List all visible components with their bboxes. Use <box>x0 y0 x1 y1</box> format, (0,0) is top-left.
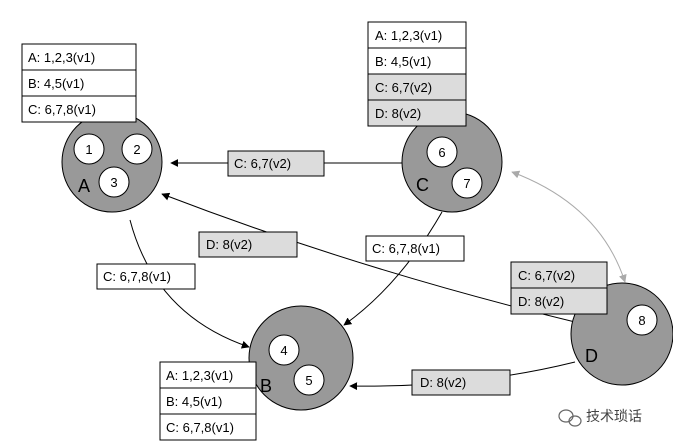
msg-c-to-a: C: 6,7(v2) <box>227 150 325 177</box>
msg-d-to-a: D: 8(v2) <box>198 231 298 258</box>
wechat-icon <box>558 409 582 427</box>
table-a-row-2: B: 4,5(v1) <box>28 76 84 91</box>
msg-d-to-b-label: D: 8(v2) <box>420 375 466 390</box>
edge-c-to-b <box>343 211 443 326</box>
msg-c-to-b: C: 6,7,8(v1) <box>365 235 465 262</box>
node-a-item-2: 2 <box>133 142 140 157</box>
table-b-row-2: B: 4,5(v1) <box>166 394 222 409</box>
node-a: 1 2 3 A <box>61 111 163 213</box>
edge-a-to-b <box>129 219 250 349</box>
msg-d-to-b: D: 8(v2) <box>411 369 511 396</box>
table-node-d: C: 6,7(v2) D: 8(v2) <box>510 261 608 315</box>
node-c: 6 7 C <box>401 111 503 213</box>
node-c-item-7: 7 <box>463 176 470 191</box>
table-c-row-4: D: 8(v2) <box>375 106 421 121</box>
watermark-text: 技术琐话 <box>586 408 642 425</box>
table-c-row-2: B: 4,5(v1) <box>375 54 431 69</box>
table-b-row-3: C: 6,7,8(v1) <box>166 420 234 435</box>
node-b-label: B <box>260 376 272 396</box>
node-a-item-3: 3 <box>110 175 117 190</box>
watermark: 技术琐话 <box>558 408 642 427</box>
table-node-b: A: 1,2,3(v1) B: 4,5(v1) C: 6,7,8(v1) <box>159 361 257 441</box>
msg-c-to-b-label: C: 6,7,8(v1) <box>372 241 440 256</box>
node-b: 4 5 B <box>248 305 354 411</box>
msg-a-to-b-label: C: 6,7,8(v1) <box>103 269 171 284</box>
table-b-row-1: A: 1,2,3(v1) <box>166 368 233 383</box>
node-a-label: A <box>78 176 90 196</box>
node-d-label: D <box>585 346 598 366</box>
table-d-row-2: D: 8(v2) <box>518 294 564 309</box>
node-b-item-4: 4 <box>280 343 287 358</box>
edge-c-d-gossip <box>511 170 627 283</box>
node-c-label: C <box>416 175 429 195</box>
msg-c-to-a-label: C: 6,7(v2) <box>234 156 291 171</box>
table-a-row-3: C: 6,7,8(v1) <box>28 102 96 117</box>
msg-d-to-a-label: D: 8(v2) <box>206 237 252 252</box>
node-b-circle <box>248 305 354 411</box>
node-c-item-6: 6 <box>438 145 445 160</box>
node-a-item-1: 1 <box>85 142 92 157</box>
table-a-row-1: A: 1,2,3(v1) <box>28 50 95 65</box>
table-c-row-3: C: 6,7(v2) <box>375 80 432 95</box>
node-d-item-8: 8 <box>638 313 645 328</box>
msg-a-to-b: C: 6,7,8(v1) <box>96 263 196 290</box>
table-d-row-1: C: 6,7(v2) <box>518 268 575 283</box>
table-node-a: A: 1,2,3(v1) B: 4,5(v1) C: 6,7,8(v1) <box>21 43 137 123</box>
table-c-row-1: A: 1,2,3(v1) <box>375 28 442 43</box>
node-b-item-5: 5 <box>305 373 312 388</box>
table-node-c: A: 1,2,3(v1) B: 4,5(v1) C: 6,7(v2) D: 8(… <box>367 21 467 127</box>
